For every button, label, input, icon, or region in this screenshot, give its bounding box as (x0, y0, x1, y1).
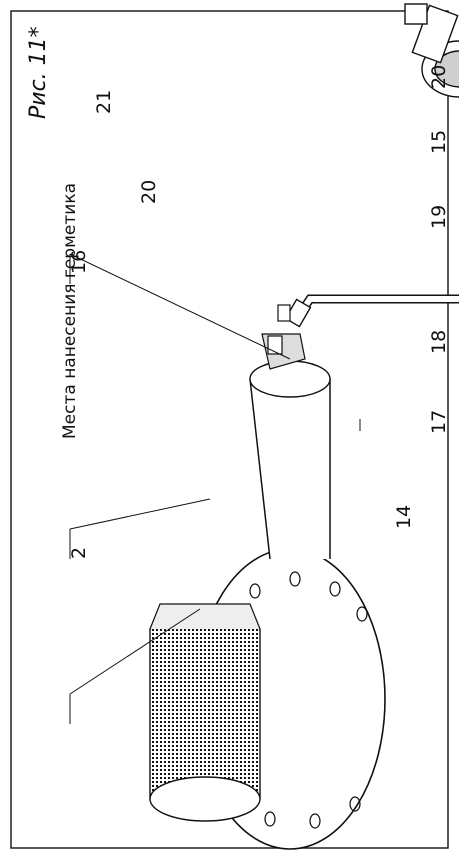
page-frame (10, 10, 449, 849)
burner-clamp (149, 603, 261, 630)
callout-19: 19 (428, 205, 450, 229)
callout-20-right: 20 (428, 65, 450, 89)
callout-2: 2 (68, 547, 90, 559)
callout-17: 17 (428, 410, 450, 434)
callout-18: 18 (428, 330, 450, 354)
gas-pipe-16 (277, 294, 459, 422)
sealant-note: Места нанесения герметика (60, 183, 80, 439)
regulator-21 (404, 3, 459, 98)
callouts (69, 253, 361, 724)
callout-21: 21 (93, 90, 115, 114)
callout-15: 15 (428, 130, 450, 154)
callout-16: 16 (68, 250, 90, 274)
fitting-14 (267, 335, 283, 355)
burner-front-cap (149, 776, 261, 822)
figure-caption: Рис. 11* (26, 26, 51, 119)
burner-head (149, 333, 386, 850)
callout-20-left: 20 (138, 180, 160, 204)
callout-14: 14 (393, 505, 415, 529)
burner-tube-end (249, 360, 331, 398)
